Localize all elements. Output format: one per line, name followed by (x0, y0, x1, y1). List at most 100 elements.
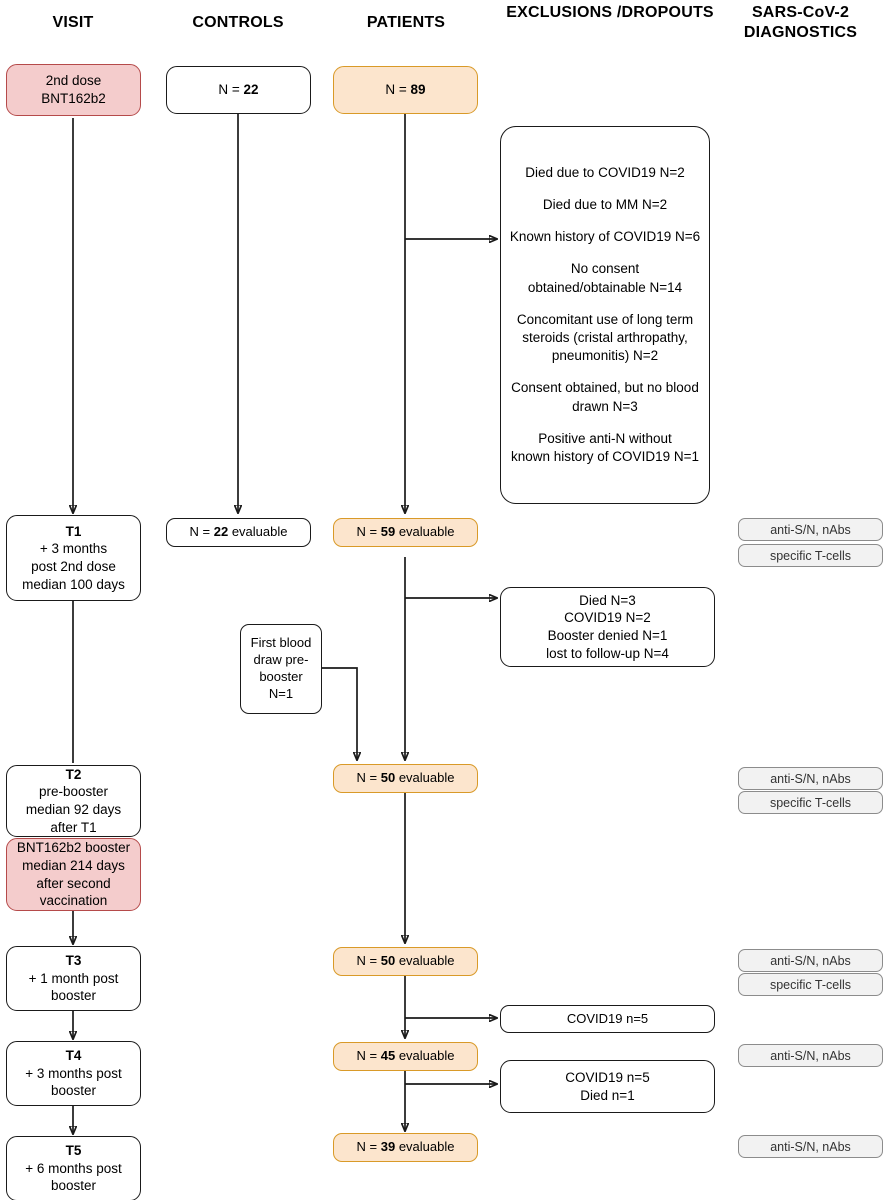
column-header-diagnostics-line2: DIAGNOSTICS (743, 24, 858, 41)
exclusion-after-t4-line2: Died n=1 (580, 1087, 635, 1103)
spacer-1 (506, 182, 704, 196)
exclusion-baseline-line7: steroids (cristal arthropathy, (522, 330, 688, 345)
diagnostics-t3-tcells-label: specific T-cells (769, 977, 852, 992)
patients-node-t1-evaluable[interactable]: N = 59 evaluable (333, 518, 478, 547)
patients-enrolled-value: 89 (410, 82, 426, 98)
column-header-exclusions-line2: /DROPOUTS (616, 4, 714, 21)
first-blood-draw-line3: booster (259, 669, 303, 684)
controls-node-enrolled[interactable]: N = 22 (166, 66, 311, 114)
diagnostics-badge-t1-tcells[interactable]: specific T-cells (738, 544, 883, 567)
controls-enrolled-prefix: N = (218, 82, 244, 98)
column-header-diagnostics-line1: SARS-CoV-2 (751, 4, 850, 21)
spacer-4 (506, 297, 704, 311)
visit-node-t4[interactable]: T4 + 3 months post booster (6, 1041, 141, 1106)
visit-booster-line2: median 214 days (22, 857, 125, 873)
visit-t5-line2: booster (50, 1178, 97, 1194)
diagnostics-t4-antibodies-label: anti-S/N, nAbs (770, 1048, 851, 1063)
diagnostics-badge-t5-antibodies[interactable]: anti-S/N, nAbs (738, 1135, 883, 1158)
controls-t1-suffix: evaluable (228, 524, 288, 540)
first-blood-draw-line4: N=1 (268, 685, 294, 701)
controls-node-t1-evaluable[interactable]: N = 22 evaluable (166, 518, 311, 547)
visit-t3-line1: + 1 month post (28, 970, 119, 986)
exclusions-node-baseline[interactable]: Died due to COVID19 N=2 Died due to MM N… (500, 126, 710, 504)
visit-t1-line3: median 100 days (22, 576, 125, 592)
visit-booster-line4: vaccination (39, 893, 108, 909)
visit-t4-line1: + 3 months post (25, 1065, 122, 1081)
visit-node-t2[interactable]: T2 pre-booster median 92 days after T1 (6, 765, 141, 837)
diagnostics-badge-t4-antibodies[interactable]: anti-S/N, nAbs (738, 1044, 883, 1067)
visit-t1-title: T1 (65, 523, 82, 539)
exclusion-baseline-line5: obtained/obtainable N=14 (527, 279, 683, 295)
visit-t3-title: T3 (65, 953, 82, 969)
diagnostics-badge-t1-antibodies[interactable]: anti-S/N, nAbs (738, 518, 883, 541)
patients-t3-suffix: evaluable (395, 953, 455, 969)
patients-node-t2-evaluable[interactable]: N = 50 evaluable (333, 764, 478, 793)
controls-t1-value: 22 (213, 524, 229, 540)
visit-t3-line2: booster (50, 988, 97, 1004)
patients-t5-prefix: N = (356, 1139, 381, 1155)
spacer-3 (506, 246, 704, 260)
patients-t1-prefix: N = (356, 524, 381, 540)
visit-node-t1[interactable]: T1 + 3 months post 2nd dose median 100 d… (6, 515, 141, 601)
column-header-controls: CONTROLS (172, 13, 304, 33)
visit-t2-line1: pre-booster (38, 784, 109, 800)
exclusion-baseline-line10: drawn N=3 (572, 398, 638, 414)
patients-t5-value: 39 (380, 1139, 396, 1155)
column-header-patients-label: PATIENTS (366, 14, 446, 31)
visit-t2-title: T2 (65, 766, 82, 782)
exclusion-baseline-line3: Known history of COVID19 N=6 (509, 229, 701, 245)
exclusion-baseline-line9: Consent obtained, but no blood (511, 380, 699, 396)
diagnostics-badge-t3-tcells[interactable]: specific T-cells (738, 973, 883, 996)
patients-t5-suffix: evaluable (395, 1139, 455, 1155)
patients-t1-value: 59 (380, 524, 396, 540)
visit-booster-line1: BNT162b2 booster (16, 840, 131, 856)
visit-t2-line2: median 92 days (25, 802, 122, 817)
column-header-patients: PATIENTS (340, 13, 472, 33)
patients-node-t5-evaluable[interactable]: N = 39 evaluable (333, 1133, 478, 1162)
exclusion-baseline-line8: pneumonitis) N=2 (551, 348, 659, 364)
patients-node-first-blood-draw[interactable]: First blood draw pre- booster N=1 (240, 624, 322, 714)
visit-node-booster[interactable]: BNT162b2 booster median 214 days after s… (6, 838, 141, 911)
diagnostics-badge-t2-antibodies[interactable]: anti-S/N, nAbs (738, 767, 883, 790)
patients-node-enrolled[interactable]: N = 89 (333, 66, 478, 114)
exclusion-baseline-line1: Died due to COVID19 N=2 (525, 164, 685, 180)
patients-t4-prefix: N = (356, 1048, 381, 1064)
spacer-6 (506, 416, 704, 430)
patients-node-t3-evaluable[interactable]: N = 50 evaluable (333, 947, 478, 976)
exclusions-node-after-t1[interactable]: Died N=3 COVID19 N=2 Booster denied N=1 … (500, 587, 715, 667)
patients-t3-value: 50 (380, 953, 396, 969)
first-blood-draw-line1: First blood (250, 635, 312, 651)
first-blood-draw-line2: draw pre- (253, 652, 309, 668)
exclusion-baseline-line12: known history of COVID19 N=1 (511, 449, 699, 465)
visit-t2-line3: after T1 (50, 819, 97, 835)
visit-node-t3[interactable]: T3 + 1 month post booster (6, 946, 141, 1011)
patients-t2-suffix: evaluable (395, 770, 455, 786)
controls-enrolled-value: 22 (243, 82, 259, 98)
diagnostics-badge-t2-tcells[interactable]: specific T-cells (738, 791, 883, 814)
exclusions-node-after-t4[interactable]: COVID19 n=5 Died n=1 (500, 1060, 715, 1113)
exclusion-baseline-line6: Concomitant use of long term (516, 311, 694, 327)
patients-t1-suffix: evaluable (395, 524, 455, 540)
visit-node-second-dose[interactable]: 2nd dose BNT162b2 (6, 64, 141, 116)
exclusion-baseline-line4: No consent (570, 261, 640, 277)
patients-t2-value: 50 (380, 770, 396, 786)
visit-t4-title: T4 (65, 1048, 82, 1064)
column-header-visit-label: VISIT (52, 14, 94, 31)
controls-t1-prefix: N = (189, 524, 214, 540)
exclusions-node-after-t3[interactable]: COVID19 n=5 (500, 1005, 715, 1033)
visit-booster-line3: after second (36, 875, 111, 891)
visit-node-t5[interactable]: T5 + 6 months post booster (6, 1136, 141, 1200)
visit-t4-line2: booster (50, 1083, 97, 1099)
column-header-diagnostics: SARS-CoV-2 DIAGNOSTICS (718, 3, 883, 43)
exclusion-after-t1-line2: COVID19 N=2 (564, 610, 651, 626)
diagnostics-t2-tcells-label: specific T-cells (769, 795, 852, 810)
diagnostics-badge-t3-antibodies[interactable]: anti-S/N, nAbs (738, 949, 883, 972)
patients-enrolled-prefix: N = (385, 82, 411, 98)
patients-node-t4-evaluable[interactable]: N = 45 evaluable (333, 1042, 478, 1071)
exclusion-baseline-line2: Died due to MM N=2 (542, 196, 668, 212)
exclusion-after-t4-line1: COVID19 n=5 (565, 1069, 650, 1085)
diagnostics-t1-antibodies-label: anti-S/N, nAbs (770, 522, 851, 537)
exclusion-after-t1-line1: Died N=3 (579, 592, 636, 608)
diagnostics-t5-antibodies-label: anti-S/N, nAbs (770, 1139, 851, 1154)
